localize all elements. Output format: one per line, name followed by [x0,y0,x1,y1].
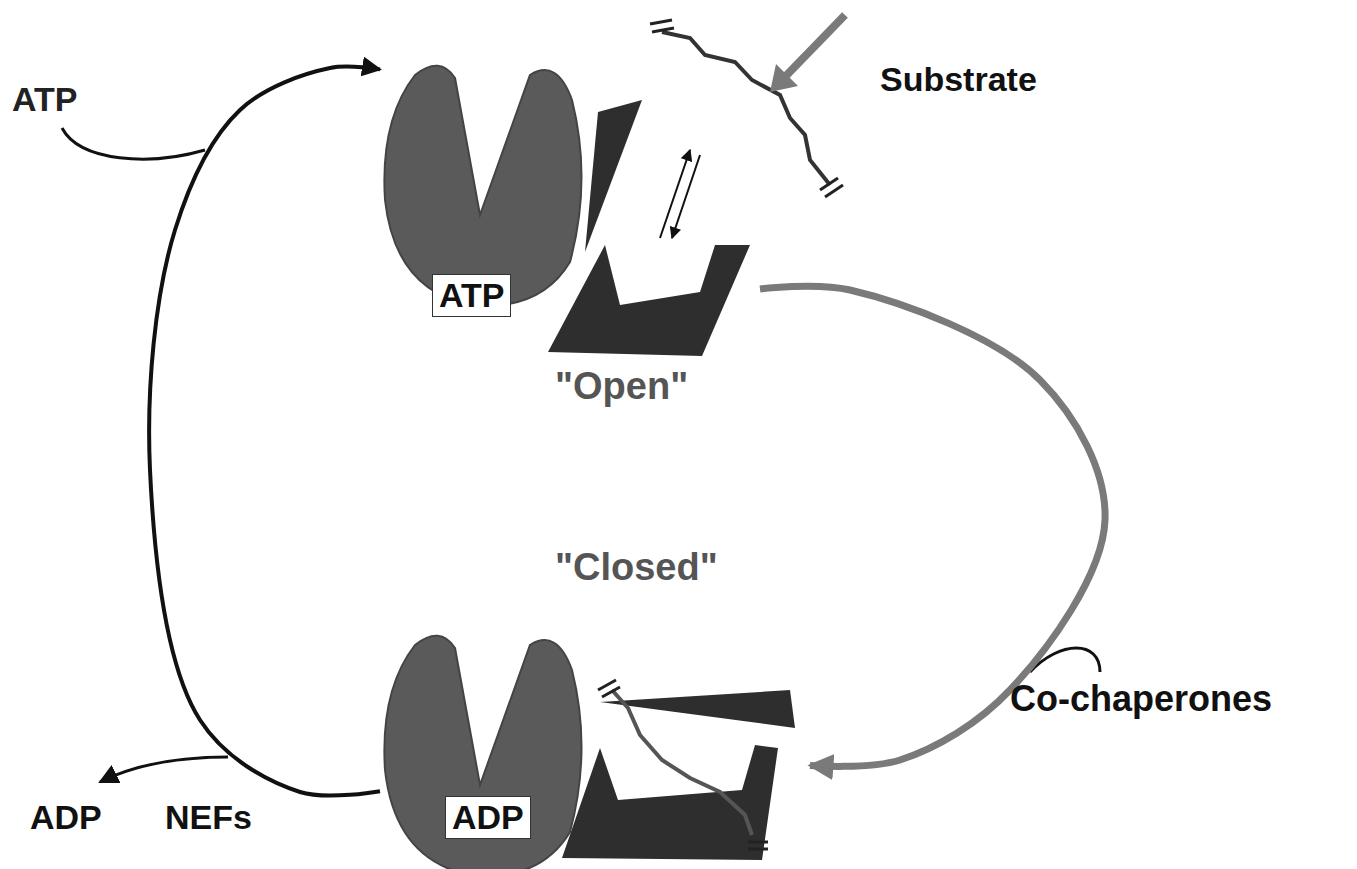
state-label: "Open" [555,365,688,409]
substrate-binding-domain [562,745,778,860]
open-chaperone [384,15,845,356]
substrate-label: Substrate [880,60,1037,99]
cycle-arrow [149,67,380,796]
chain-ends [598,680,768,849]
nucleotide-label: ADP [445,796,531,839]
nucleotide-binding-domain [384,636,581,869]
atp-input-hook [62,128,205,159]
lid [585,100,642,252]
adp-label: ADP [30,798,102,837]
substrate-arrow [780,15,845,82]
exchange-arrow [672,155,700,238]
atp-label: ATP [12,80,77,119]
chaperone-state: ADP "Closed" [380,540,810,862]
chaperone-state: ATP "Open" [380,55,760,415]
substrate-arrow-head [770,64,798,92]
adp-output-hook [100,757,228,782]
nef-label: NEFs [165,798,252,837]
substrate-binding-domain [548,245,750,356]
nucleotide-label: ATP [432,274,511,317]
substrate-chain [612,690,752,835]
state-label: "Closed" [555,546,718,590]
closed-chaperone [384,636,795,869]
exchange-arrow [660,150,690,238]
edge-label: Co-chaperones [1010,678,1272,719]
nucleotide-binding-domain [384,66,581,306]
